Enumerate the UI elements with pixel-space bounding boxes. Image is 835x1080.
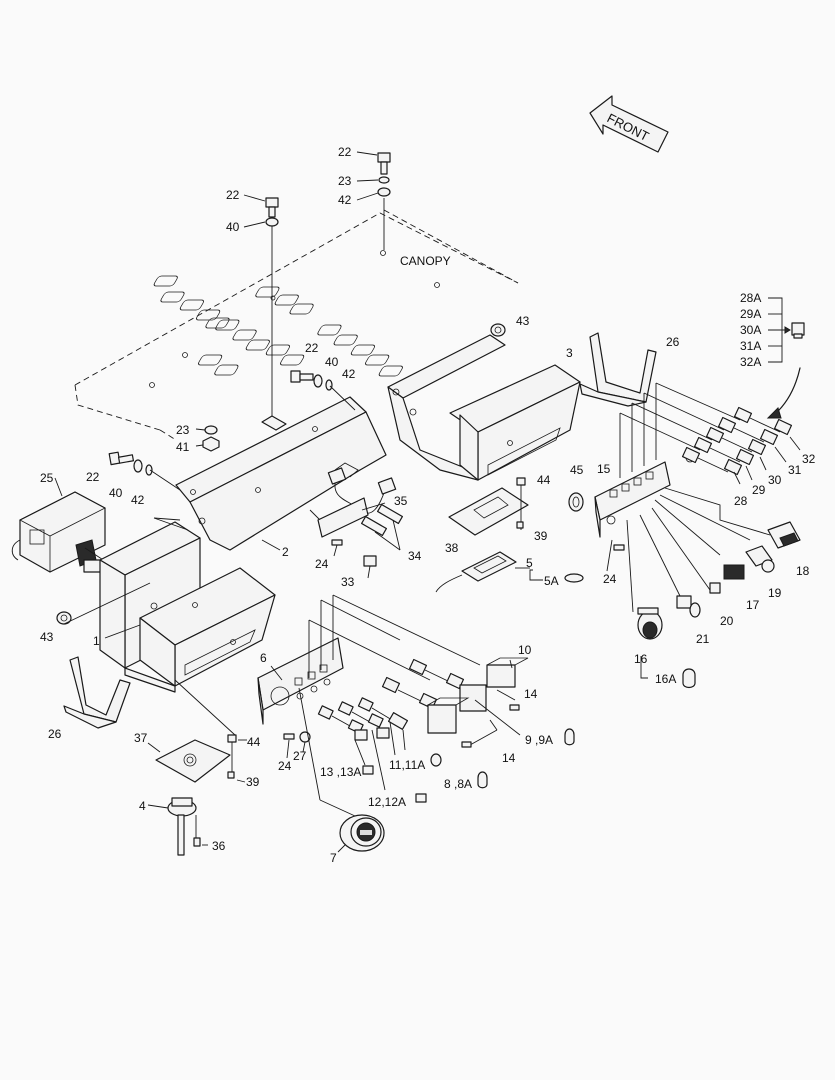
- callout-32a: 32A: [740, 355, 761, 369]
- part-2-bracket: [175, 396, 387, 551]
- callout-39: 39: [534, 529, 548, 543]
- callout-37: 37: [134, 731, 148, 745]
- callout-44: 44: [537, 473, 551, 487]
- callout-28: 28: [734, 494, 748, 508]
- callout-29: 29: [752, 483, 766, 497]
- callout-3: 3: [566, 346, 573, 360]
- callout-14: 14: [502, 751, 516, 765]
- callout-29a: 29A: [740, 307, 761, 321]
- callout-31a: 31A: [740, 339, 761, 353]
- callout-30a: 30A: [740, 323, 761, 337]
- part-6-panel: [257, 594, 481, 817]
- part-38-5: [435, 477, 584, 593]
- callout-19: 19: [768, 586, 782, 600]
- callout-22: 22: [86, 470, 100, 484]
- left-hardware: [108, 370, 356, 491]
- callout-24: 24: [315, 557, 329, 571]
- callout-36: 36: [212, 839, 226, 853]
- callout-18: 18: [796, 564, 810, 578]
- callout-26: 26: [666, 335, 680, 349]
- callout-20: 20: [720, 614, 734, 628]
- callout-22: 22: [338, 145, 352, 159]
- callout-40: 40: [226, 220, 240, 234]
- callout-22: 22: [305, 341, 319, 355]
- canopy-label: CANOPY: [400, 254, 451, 268]
- callout-1: 1: [93, 634, 100, 648]
- callout-24: 24: [603, 572, 617, 586]
- part-26-lower: [63, 656, 131, 729]
- callout-23: 23: [176, 423, 190, 437]
- canopy-outline: CANOPY: [74, 212, 519, 441]
- callout-39: 39: [246, 775, 260, 789]
- callout-33: 33: [341, 575, 355, 589]
- callout-21: 21: [696, 632, 710, 646]
- callout-42: 42: [342, 367, 356, 381]
- callout-40: 40: [325, 355, 339, 369]
- callout-42: 42: [338, 193, 352, 207]
- callout-43: 43: [40, 630, 54, 644]
- callout-12: 12,12A: [368, 795, 406, 809]
- callout-5: 5: [526, 556, 533, 570]
- callout-35: 35: [394, 494, 408, 508]
- callout-13: 13 ,13A: [320, 765, 361, 779]
- callout-25: 25: [40, 471, 54, 485]
- bracket-28a-32a: [766, 297, 805, 419]
- callout-38: 38: [445, 541, 459, 555]
- part-37-4: [147, 734, 247, 856]
- callout-34: 34: [408, 549, 422, 563]
- callout-44: 44: [247, 735, 261, 749]
- callout-28a: 28A: [740, 291, 761, 305]
- callout-31: 31: [788, 463, 802, 477]
- callout-2: 2: [282, 545, 289, 559]
- callout-40: 40: [109, 486, 123, 500]
- callout-17: 17: [746, 598, 760, 612]
- callout-26: 26: [48, 727, 62, 741]
- callout-5a: 5A: [544, 574, 559, 588]
- callout-4: 4: [139, 799, 146, 813]
- callout-23: 23: [338, 174, 352, 188]
- front-arrow: FRONT: [589, 95, 669, 153]
- connectors-9-14: [317, 657, 575, 803]
- callout-43: 43: [516, 314, 530, 328]
- switches-16-21: [626, 487, 801, 689]
- callout-27: 27: [293, 749, 307, 763]
- top-hardware: [243, 151, 519, 422]
- callout-30: 30: [768, 473, 782, 487]
- callout-15: 15: [597, 462, 611, 476]
- callout-22: 22: [226, 188, 240, 202]
- part-7-gauge: [337, 814, 385, 853]
- part-26-upper: [579, 332, 657, 407]
- callout-41: 41: [176, 440, 190, 454]
- callout-32: 32: [802, 452, 816, 466]
- callout-16: 16: [634, 652, 648, 666]
- callout-7: 7: [330, 851, 337, 865]
- callout-24: 24: [278, 759, 292, 773]
- callout-10: 10: [518, 643, 532, 657]
- callout-9: 9 ,9A: [525, 733, 553, 747]
- callout-6: 6: [260, 651, 267, 665]
- connectors-28-32: [619, 382, 801, 485]
- callout-16a: 16A: [655, 672, 676, 686]
- callout-45: 45: [570, 463, 584, 477]
- callout-11: 11,11A: [389, 758, 425, 772]
- part-25-unit: [11, 477, 115, 573]
- harness-33-35: [317, 467, 403, 579]
- callouts: 22 23 42 22 40 22 40 42 43 3 26 23 41 22…: [40, 145, 816, 865]
- callout-8: 8 ,8A: [444, 777, 472, 791]
- part-3-console: [387, 323, 581, 481]
- callout-14: 14: [524, 687, 538, 701]
- callout-42: 42: [131, 493, 145, 507]
- part-1-console: [56, 517, 276, 736]
- part-15-panel: [568, 453, 695, 572]
